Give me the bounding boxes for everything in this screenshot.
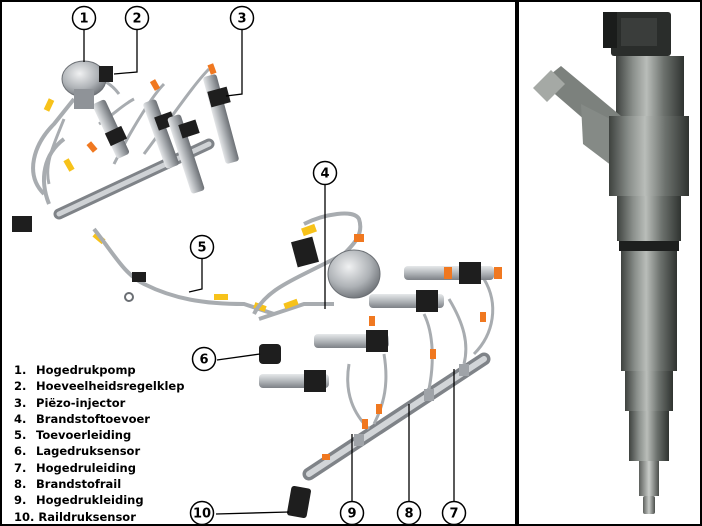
callout-10: 10 [189,500,215,526]
legend-number: 4. [14,411,27,426]
fuel-inlet-fitting [533,66,621,169]
nozzle-tip [643,496,655,514]
legend-item: 10. Raildruksensor [14,509,184,525]
lower-injector-1 [259,370,329,392]
legend-text: Hogedrukpomp [36,363,136,377]
legend-text: Lagedruksensor [36,444,141,459]
low-pressure-sensor [259,344,281,364]
callout-1: 1 [71,5,97,31]
upper-injector-1 [92,99,130,159]
legend-text: Brandstofrail [36,477,122,492]
legend-number: 3. [14,395,27,410]
legend-item: 8. Brandstofrail [14,476,184,492]
callout-7: 7 [441,500,467,526]
callout-label-1: 1 [79,12,88,27]
callout-label-4: 4 [320,167,329,182]
callout-6: 6 [191,346,217,372]
callout-3: 3 [229,5,255,31]
legend-number: 8. [14,477,27,492]
legend-number: 7. [14,460,27,475]
callout-5: 5 [189,234,215,260]
callout-leaders [83,29,455,515]
legend-text: Brandstoftoevoer [36,411,150,426]
legend-item: 9. Hogedrukleiding [14,492,184,508]
legend-number: 6. [14,444,27,459]
legend-item: 1. Hogedrukpomp [14,362,184,378]
supply-line [92,227,275,316]
rail-pressure-sensor [287,485,311,519]
legend-number: 1. [14,363,27,377]
legend-number: 10. [14,509,35,524]
callout-label-6: 6 [199,353,208,368]
callout-9: 9 [339,500,365,526]
lower-injector-2 [314,330,389,352]
legend-number: 9. [14,493,27,508]
legend-text: Hoeveelheidsregelklep [36,379,185,394]
legend-item: 7. Hogedruleiding [14,460,184,476]
callout-2: 2 [124,5,150,31]
legend-item: 2. Hoeveelheidsregelklep [14,378,184,394]
upper-injector-4 [203,74,239,164]
callout-label-9: 9 [347,507,356,522]
callout-label-8: 8 [404,507,413,522]
upper-injector-3 [167,114,205,194]
legend-number: 2. [14,379,27,394]
callout-label-3: 3 [237,12,246,27]
callout-label-10: 10 [193,507,211,522]
lower-injector-3 [369,290,444,312]
rail-pressure-sensor-upper [12,216,32,232]
legend-text: Raildruksensor [38,509,136,524]
legend-item: 4. Brandstoftoevoer [14,411,184,427]
injector-photo [533,12,689,514]
callout-label-2: 2 [132,12,141,27]
callout-8: 8 [396,500,422,526]
legend-text: Hogedruleiding [36,460,136,475]
panel-divider [515,0,519,526]
legend-text: Piëzo-injector [36,395,126,410]
legend-item: 5. Toevoerleiding [14,427,184,443]
legend-item: 3. Piëzo-injector [14,395,184,411]
legend-text: Toevoerleiding [36,428,132,443]
component-legend: 1. Hogedrukpomp 2. Hoeveelheidsregelklep… [14,362,184,525]
legend-number: 5. [14,428,27,443]
callout-label-7: 7 [449,507,458,522]
lower-injector-4 [404,262,502,284]
lower-fuel-system [252,211,502,519]
callout-4: 4 [312,160,338,186]
legend-item: 6. Lagedruksensor [14,443,184,459]
legend-text: Hogedrukleiding [36,493,144,508]
upper-fuel-system [12,60,239,245]
fuel-system-diagram: 1 2 3 4 5 6 7 8 [12,5,502,526]
callout-label-5: 5 [197,241,206,256]
high-pressure-pump-upper [61,60,113,109]
